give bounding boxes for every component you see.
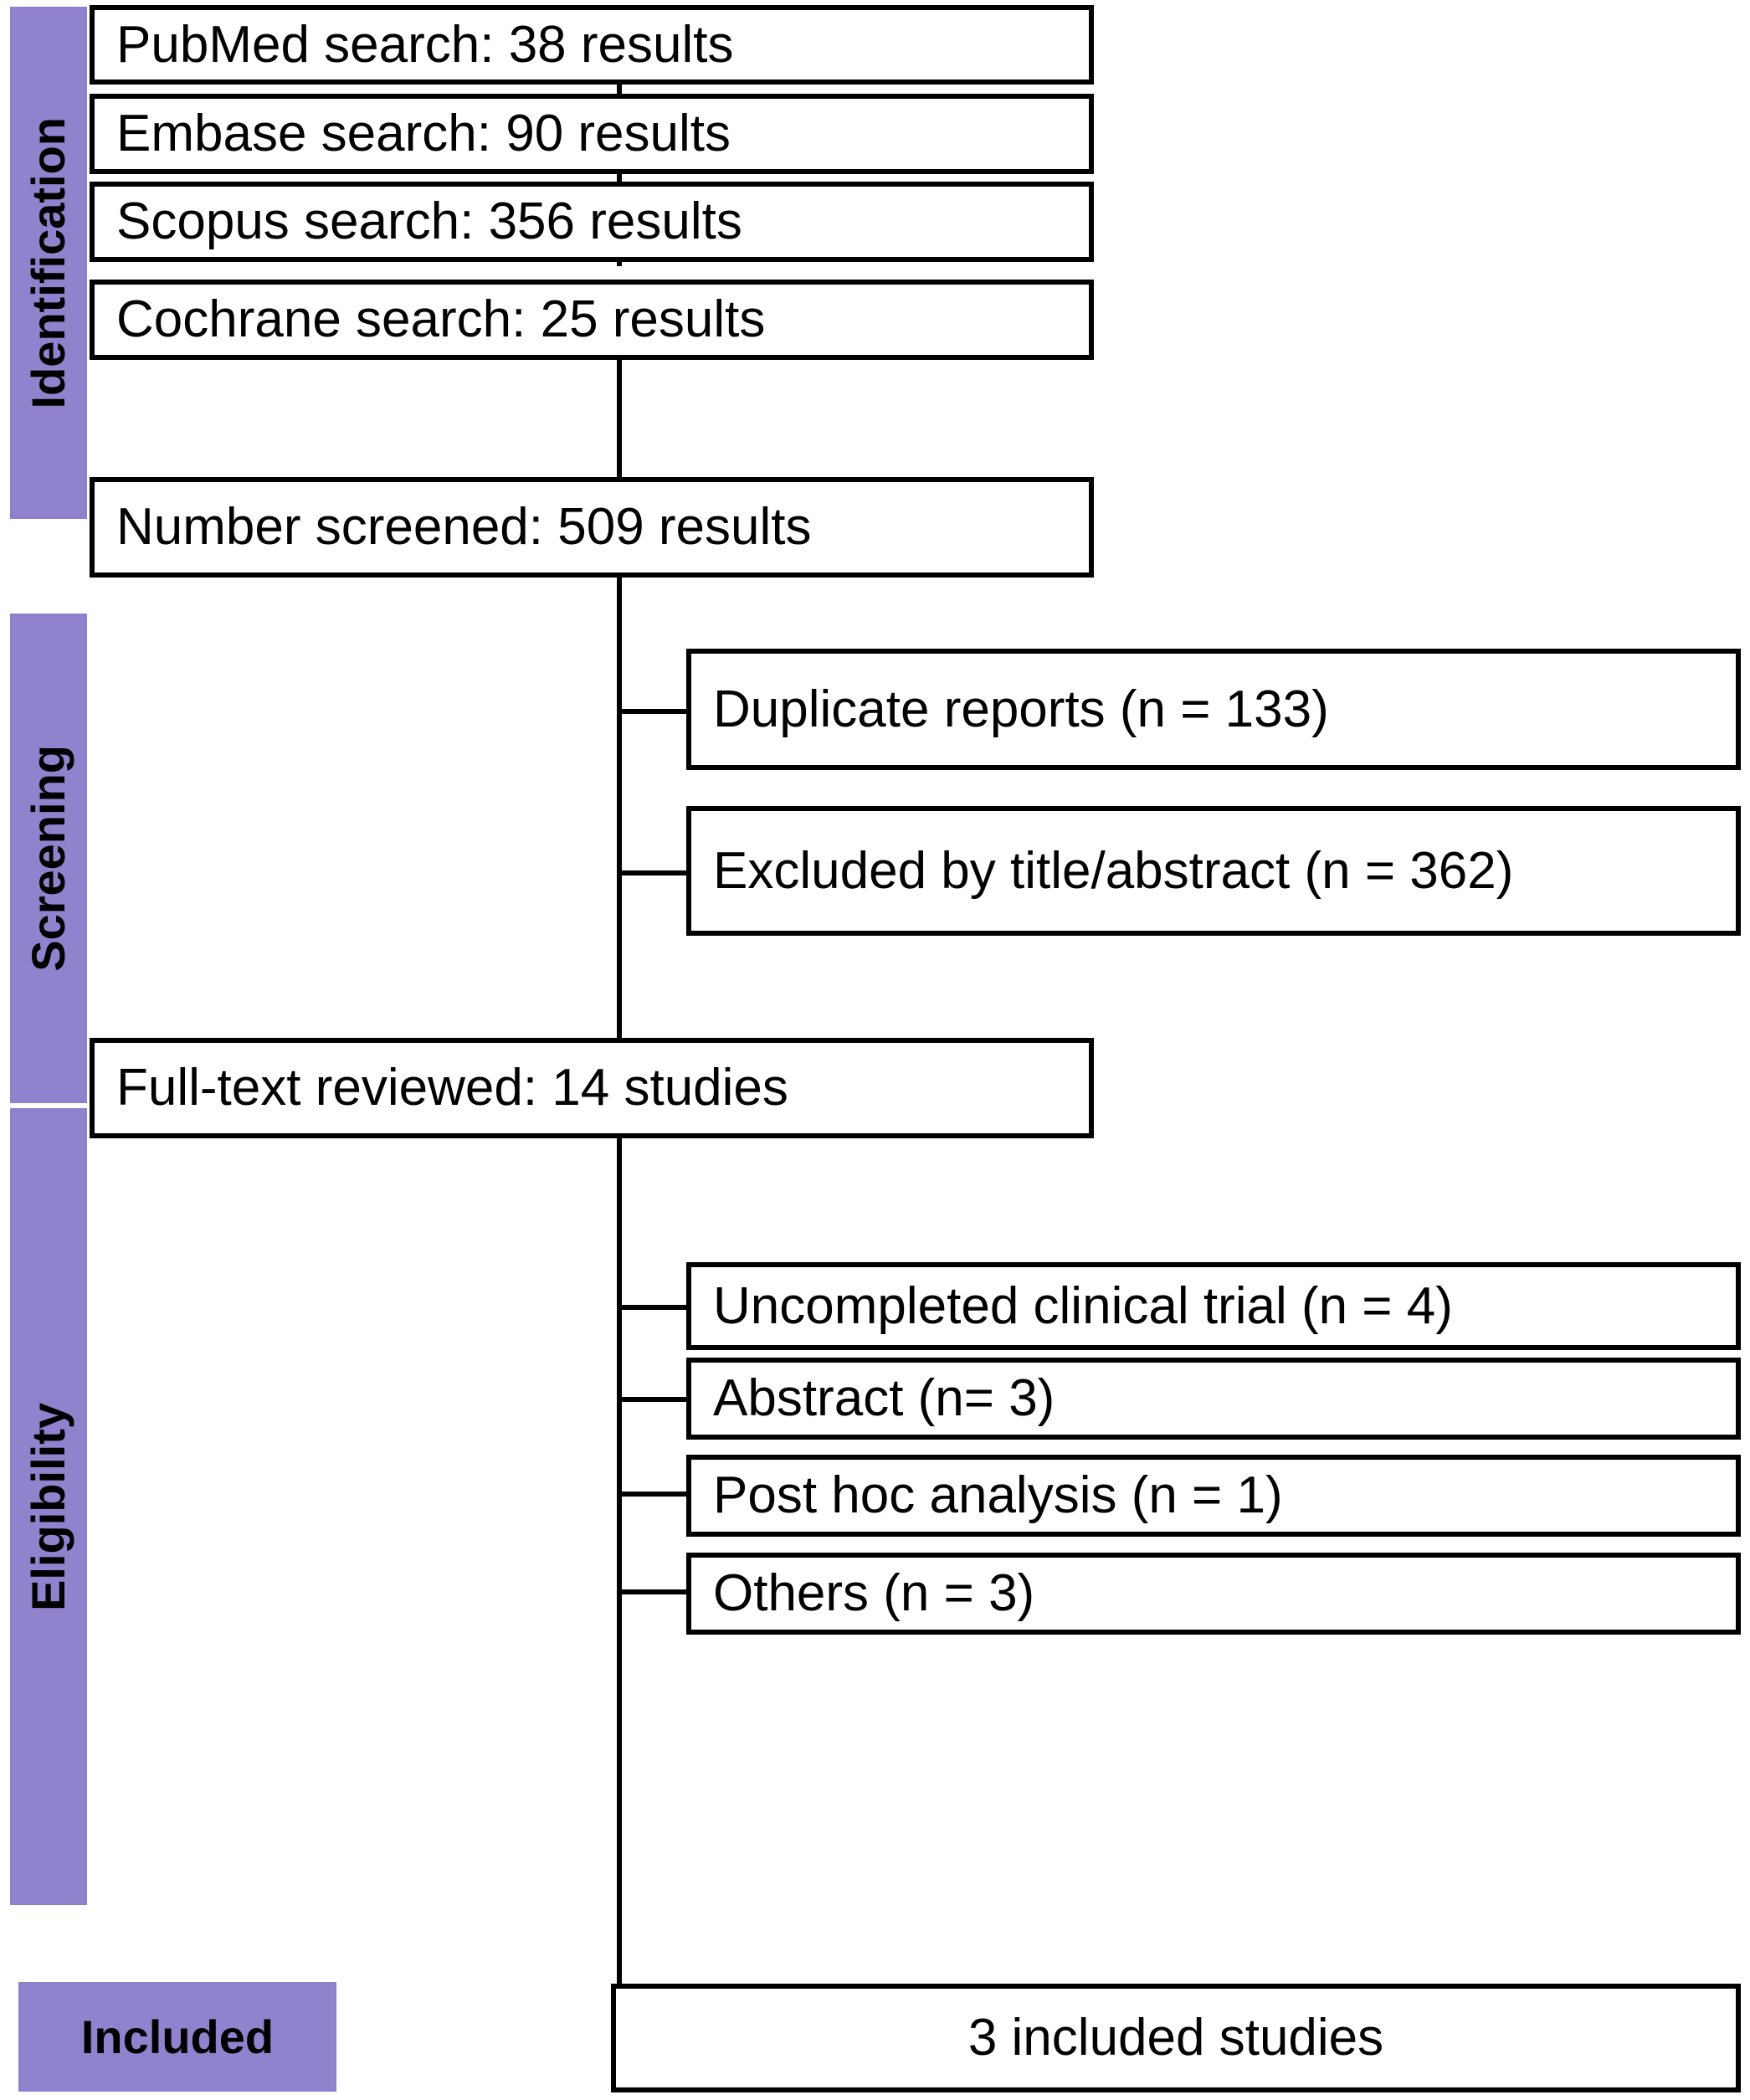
stage-label-included: Included (80, 2010, 275, 2063)
stage-label-identification: Identification (22, 116, 74, 409)
box-duplicate-reports: Duplicate reports (n = 133) (686, 649, 1741, 770)
connector-stub-post-hoc (617, 1492, 690, 1497)
stage-bar-identification: Identification (10, 7, 87, 519)
box-abstract-only: Abstract (n= 3) (686, 1358, 1741, 1440)
box-included-studies: 3 included studies (611, 1984, 1741, 2092)
box-post-hoc-analysis: Post hoc analysis (n = 1) (686, 1455, 1741, 1537)
connector-stub-title-abstract (617, 870, 690, 875)
box-included-studies-text: 3 included studies (967, 2009, 1384, 2067)
box-cochrane-search-text: Cochrane search: 25 results (116, 290, 766, 349)
connector-screened-to-fulltext (617, 578, 622, 1038)
box-number-screened-text: Number screened: 509 results (116, 498, 812, 557)
connector-pubmed-to-embase (617, 80, 622, 102)
connector-fulltext-to-included (617, 1138, 622, 1984)
box-post-hoc-analysis-text: Post hoc analysis (n = 1) (713, 1466, 1283, 1525)
box-abstract-only-text: Abstract (n= 3) (713, 1369, 1055, 1428)
box-scopus-search: Scopus search: 356 results (90, 182, 1094, 262)
box-cochrane-search: Cochrane search: 25 results (90, 280, 1094, 360)
box-others-text: Others (n = 3) (713, 1564, 1035, 1623)
box-others: Others (n = 3) (686, 1553, 1741, 1635)
box-embase-search-text: Embase search: 90 results (116, 105, 731, 163)
box-excluded-title-abstract-text: Excluded by title/abstract (n = 362) (713, 841, 1514, 900)
stage-bar-screening: Screening (10, 614, 87, 1103)
box-duplicate-reports-text: Duplicate reports (n = 133) (713, 680, 1329, 738)
stage-label-screening: Screening (22, 745, 74, 972)
stage-bar-included: Included (18, 1982, 336, 2092)
box-full-text-reviewed-text: Full-text reviewed: 14 studies (116, 1059, 788, 1117)
stage-label-eligibility: Eligibility (22, 1402, 74, 1611)
box-full-text-reviewed: Full-text reviewed: 14 studies (90, 1038, 1094, 1138)
connector-stub-abstract-only (617, 1397, 690, 1402)
box-embase-search: Embase search: 90 results (90, 94, 1094, 174)
connector-cochrane-to-screened (617, 360, 622, 477)
connector-stub-duplicates (617, 709, 690, 714)
box-number-screened: Number screened: 509 results (90, 477, 1094, 578)
connector-stub-others (617, 1589, 690, 1594)
box-uncompleted-clinical-trial: Uncompleted clinical trial (n = 4) (686, 1262, 1741, 1350)
box-pubmed-search-text: PubMed search: 38 results (116, 15, 734, 74)
box-uncompleted-clinical-trial-text: Uncompleted clinical trial (n = 4) (713, 1276, 1453, 1335)
box-pubmed-search: PubMed search: 38 results (90, 5, 1094, 85)
box-scopus-search-text: Scopus search: 356 results (116, 193, 742, 251)
stage-bar-eligibility: Eligibility (10, 1108, 87, 1905)
connector-stub-uncompleted-trial (617, 1305, 690, 1310)
box-excluded-title-abstract: Excluded by title/abstract (n = 362) (686, 806, 1741, 936)
